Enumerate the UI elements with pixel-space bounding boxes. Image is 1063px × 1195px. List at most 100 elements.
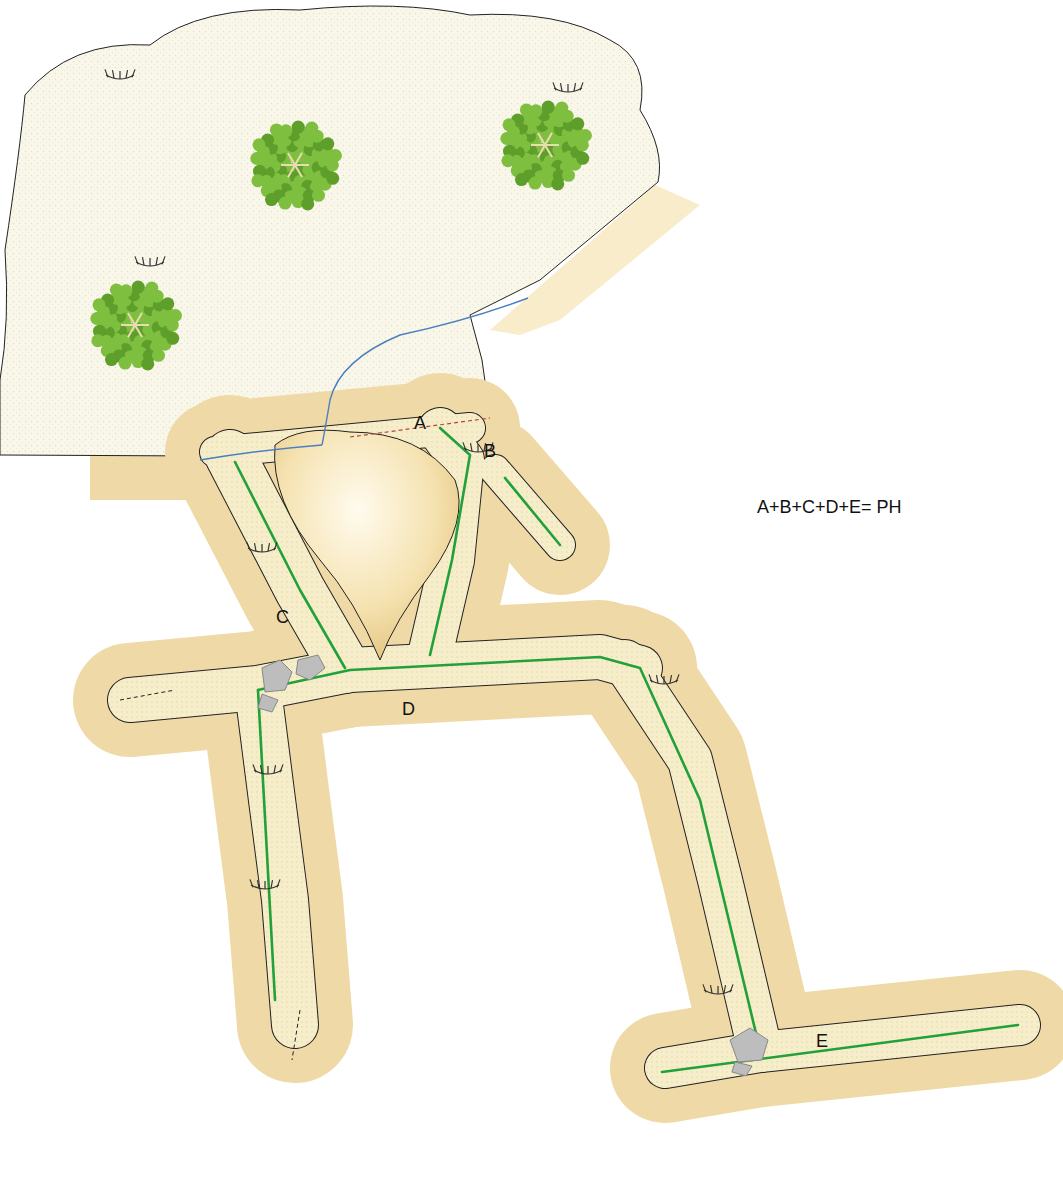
tree-foliage — [110, 283, 123, 296]
eye-lash — [156, 257, 158, 265]
sinkhole — [275, 430, 460, 660]
tree-foliage — [301, 197, 314, 210]
tree-foliage — [93, 298, 106, 311]
tree-branch — [545, 145, 552, 157]
tree-branch — [121, 324, 135, 326]
tree-foliage — [576, 152, 589, 165]
tree-foliage — [515, 173, 528, 186]
tree-branch — [128, 313, 135, 325]
tree-foliage — [265, 193, 278, 206]
eye-lash — [119, 71, 120, 79]
tree-branch — [545, 144, 559, 146]
cave-passage — [625, 662, 760, 1050]
eye-lash — [149, 258, 150, 266]
eye-lash — [277, 879, 280, 887]
eye-lash — [258, 880, 260, 888]
tree-foliage — [279, 197, 292, 210]
tree-foliage — [270, 123, 283, 136]
cave-stroke — [120, 690, 175, 700]
tree-foliage — [90, 312, 103, 325]
eye-lash — [268, 543, 270, 551]
tree-foliage — [312, 189, 325, 202]
eye-lash — [670, 675, 672, 683]
tree-branch — [295, 164, 309, 166]
eye-lash — [561, 83, 563, 91]
boulder — [258, 655, 768, 1076]
tree-foliage — [529, 177, 542, 190]
tree-foliage — [555, 102, 568, 115]
tree-foliage — [520, 103, 533, 116]
section-letter: A — [414, 414, 426, 434]
eye-lash — [274, 542, 277, 550]
tree-foliage — [105, 353, 118, 366]
tree-branch — [538, 145, 545, 157]
eye-lash — [280, 764, 283, 772]
tree-foliage — [326, 172, 339, 185]
eye-lash — [143, 257, 145, 265]
eye-lash — [703, 984, 706, 992]
eye-lash — [730, 984, 733, 992]
eye-lash — [477, 444, 478, 452]
eye-lash — [471, 443, 473, 451]
tree-foliage — [253, 138, 266, 151]
cave-passage — [258, 690, 295, 1025]
tree-branch — [295, 165, 302, 177]
eye-lash — [135, 256, 138, 264]
eye-lash — [724, 985, 726, 993]
tree-branch — [545, 133, 552, 145]
tree-branch — [538, 133, 545, 145]
tree-foliage — [91, 334, 104, 347]
tree-branch — [295, 153, 302, 165]
eye-lash — [676, 674, 679, 682]
eye-lash — [162, 256, 165, 264]
eye-lash — [132, 69, 135, 77]
eye-lash — [717, 986, 718, 994]
tree-branch — [288, 153, 295, 165]
eye-lash — [261, 544, 262, 552]
eye-lash — [271, 880, 273, 888]
tree-branch — [135, 325, 142, 337]
eye-lash — [267, 766, 268, 774]
tree-branch — [531, 144, 545, 146]
tree-foliage — [579, 129, 592, 142]
tree-foliage — [305, 122, 318, 135]
tree-branch — [135, 324, 149, 326]
tree-foliage — [161, 297, 174, 310]
eye-lash — [553, 82, 556, 90]
cave-passage — [258, 690, 295, 1025]
tree-foliage — [551, 177, 564, 190]
formula-note: A+B+C+D+E= PH — [757, 498, 902, 518]
eye-lash — [113, 70, 115, 78]
surface-area — [0, 6, 660, 456]
eye-lash — [247, 542, 250, 550]
tree-foliage — [152, 349, 165, 362]
eye-lash — [253, 764, 256, 772]
eye-lash — [250, 879, 253, 887]
cave-passage — [258, 690, 295, 1025]
cave-stroke — [292, 1010, 300, 1060]
eye-lash — [105, 69, 108, 77]
cave-passage — [130, 657, 640, 700]
tree-foliage — [166, 332, 179, 345]
eye-lash — [663, 676, 664, 684]
section-letter: E — [816, 1032, 828, 1052]
tree-foliage — [292, 121, 305, 134]
section-letter: C — [276, 608, 289, 628]
eye-lash — [567, 84, 568, 92]
tree-branch — [281, 164, 295, 166]
eye-lash — [649, 674, 652, 682]
tree-foliage — [169, 309, 182, 322]
section-letter: D — [402, 700, 415, 720]
tree-foliage — [251, 174, 264, 187]
tree-foliage — [132, 281, 145, 294]
eye-lash — [580, 82, 583, 90]
eye-lash — [574, 83, 576, 91]
eye-lash — [126, 70, 128, 78]
tree-foliage — [329, 149, 342, 162]
cave-passage — [130, 657, 640, 700]
tree-branch — [128, 325, 135, 337]
eye-lash — [255, 543, 257, 551]
cave-passage — [625, 662, 760, 1050]
tree-foliage — [119, 357, 132, 370]
